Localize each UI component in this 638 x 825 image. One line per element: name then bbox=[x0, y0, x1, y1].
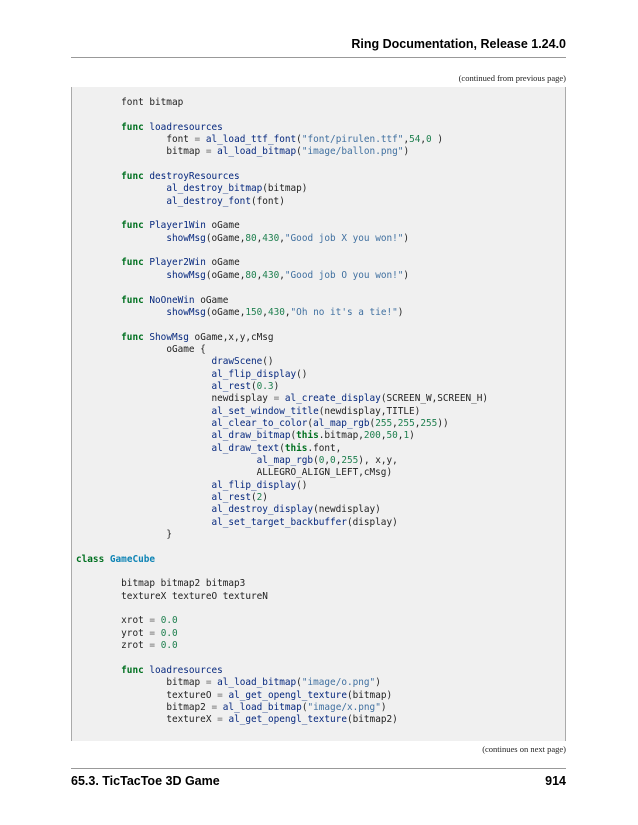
code-line bbox=[76, 566, 565, 578]
code-line bbox=[76, 282, 565, 294]
code-line bbox=[76, 245, 565, 257]
code-line: al_set_window_title(newdisplay,TITLE) bbox=[211, 405, 421, 417]
code-line: al_destroy_bitmap(bitmap) bbox=[166, 183, 308, 195]
code-line: drawScene() bbox=[211, 356, 274, 368]
code-line: al_flip_display() bbox=[211, 479, 308, 491]
code-line bbox=[76, 109, 565, 121]
code-line: font = al_load_ttf_font("font/pirulen.tt… bbox=[76, 134, 443, 146]
code-line: al_clear_to_color(al_map_rgb(255,255,255… bbox=[211, 417, 449, 429]
code-line: bitmap2 = al_load_bitmap("image/x.png") bbox=[76, 701, 387, 713]
document-title: Ring Documentation, Release 1.24.0 bbox=[351, 37, 566, 51]
code-line: al_set_target_backbuffer(display) bbox=[211, 516, 398, 528]
code-line bbox=[76, 652, 565, 664]
code-line: oGame { bbox=[76, 343, 206, 355]
code-line: al_destroy_font(font) bbox=[166, 195, 285, 207]
code-line: yrot = 0.0 bbox=[76, 627, 178, 639]
code-line: func ShowMsg oGame,x,y,cMsg bbox=[121, 331, 274, 343]
code-line: al_draw_bitmap(this.bitmap,200,50,1) bbox=[211, 430, 415, 442]
page-header: Ring Documentation, Release 1.24.0 bbox=[71, 31, 566, 58]
continues-on-note: (continues on next page) bbox=[482, 744, 566, 754]
code-line: func loadresources bbox=[121, 664, 223, 676]
code-listing: font bitmap func loadresources font = al… bbox=[72, 87, 565, 727]
code-line: } bbox=[76, 529, 172, 541]
code-line: al_rest(2) bbox=[211, 492, 268, 503]
code-line: bitmap = al_load_bitmap("image/ballon.pn… bbox=[76, 146, 410, 158]
code-line: al_map_rgb(0,0,255), x,y, bbox=[256, 454, 398, 466]
code-line: font bitmap bbox=[76, 97, 184, 108]
code-line: func loadresources bbox=[121, 121, 223, 133]
code-line: textureX textureO textureN bbox=[76, 590, 268, 602]
continued-from-note: (continued from previous page) bbox=[458, 73, 566, 83]
code-line: newdisplay = al_create_display(SCREEN_W,… bbox=[76, 393, 489, 405]
code-line: showMsg(oGame,80,430,"Good job X you won… bbox=[166, 232, 410, 244]
code-line bbox=[76, 208, 565, 220]
code-line: func destroyResources bbox=[121, 171, 240, 183]
code-line: textureO = al_get_opengl_texture(bitmap) bbox=[76, 689, 393, 701]
code-line bbox=[76, 603, 565, 615]
code-line: zrot = 0.0 bbox=[76, 640, 178, 652]
code-line bbox=[76, 541, 565, 553]
page-number: 914 bbox=[545, 774, 566, 788]
code-line: class GameCube bbox=[76, 553, 156, 565]
code-line: textureX = al_get_opengl_texture(bitmap2… bbox=[76, 714, 398, 726]
page-footer: 65.3. TicTacToe 3D Game 914 bbox=[71, 768, 566, 788]
code-block: font bitmap func loadresources font = al… bbox=[71, 87, 566, 741]
code-line: al_flip_display() bbox=[211, 368, 308, 380]
code-line bbox=[76, 319, 565, 331]
section-title: 65.3. TicTacToe 3D Game bbox=[71, 774, 220, 788]
code-line: xrot = 0.0 bbox=[76, 615, 178, 627]
code-line: showMsg(oGame,80,430,"Good job O you won… bbox=[166, 269, 410, 281]
code-line: al_destroy_display(newdisplay) bbox=[211, 504, 381, 516]
code-line: func Player2Win oGame bbox=[121, 257, 240, 269]
code-line: al_draw_text(this.font, bbox=[211, 442, 342, 454]
code-line: func Player1Win oGame bbox=[121, 220, 240, 232]
code-line bbox=[76, 159, 565, 171]
code-line: ALLEGRO_ALIGN_LEFT,cMsg) bbox=[76, 467, 393, 479]
code-line: func NoOneWin oGame bbox=[121, 294, 229, 306]
code-line: al_rest(0.3) bbox=[211, 380, 280, 392]
code-line: bitmap = al_load_bitmap("image/o.png") bbox=[76, 677, 381, 689]
code-line: showMsg(oGame,150,430,"Oh no it's a tie!… bbox=[166, 306, 404, 318]
code-line: bitmap bitmap2 bitmap3 bbox=[76, 578, 246, 590]
